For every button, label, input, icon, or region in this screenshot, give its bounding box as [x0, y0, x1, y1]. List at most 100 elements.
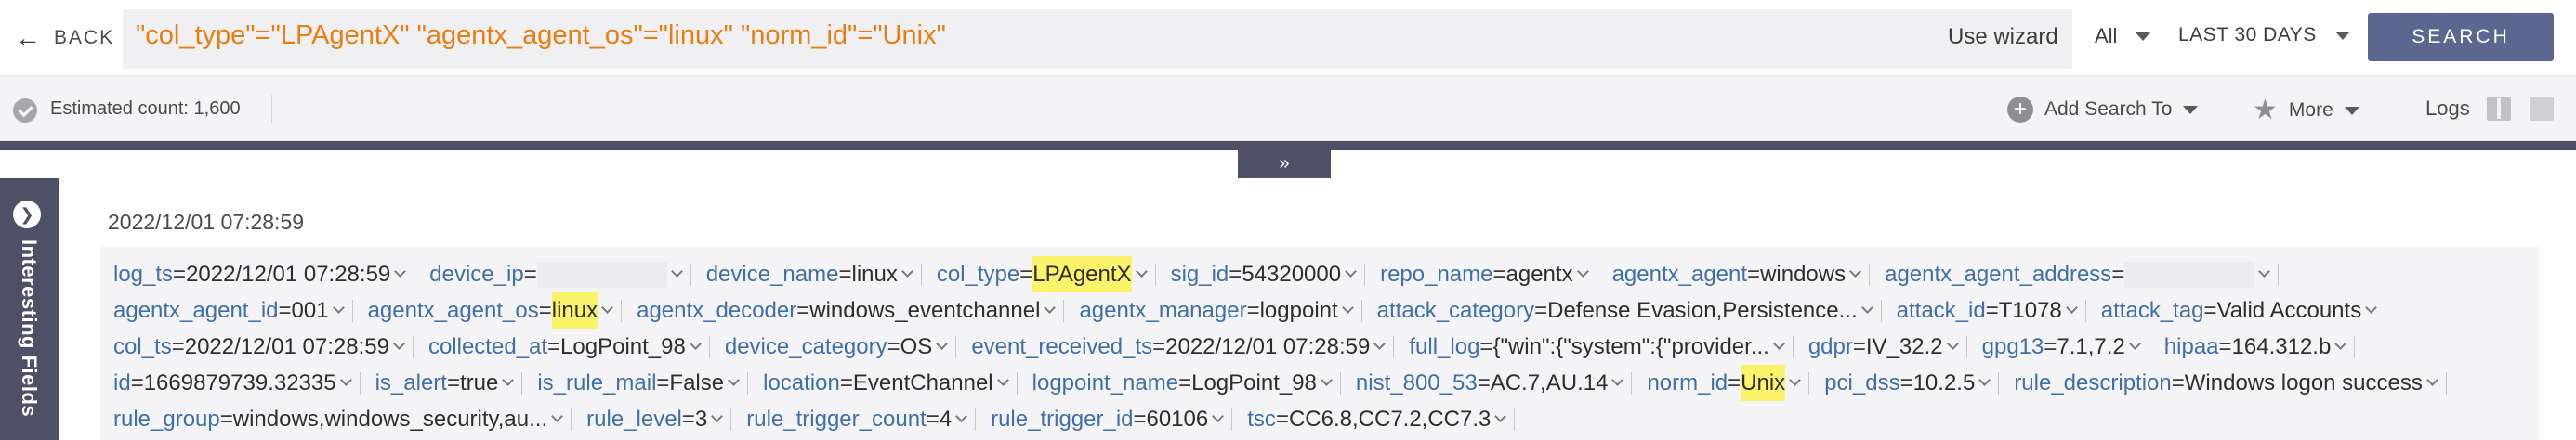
log-field[interactable]: device_ip=: [429, 256, 705, 292]
log-field[interactable]: rule_trigger_id=60106: [991, 401, 1247, 437]
double-chevron-down-icon: »: [1279, 152, 1290, 174]
chevron-down-icon[interactable]: [955, 410, 967, 422]
chevron-down-icon[interactable]: [2258, 265, 2271, 278]
search-toolbar: ← BACK "col_type"="LPAgentX" "agentx_age…: [0, 0, 2576, 76]
caret-down-icon: [2136, 32, 2151, 41]
chevron-down-icon[interactable]: [2426, 374, 2438, 386]
log-field[interactable]: rule_group=windows,windows_security,au..…: [113, 401, 586, 437]
log-field[interactable]: location=EventChannel: [763, 365, 1032, 401]
back-button[interactable]: ← BACK: [15, 22, 114, 54]
log-field[interactable]: collected_at=LogPoint_98: [428, 329, 725, 365]
chevron-down-icon[interactable]: [728, 374, 740, 386]
single-view-icon[interactable]: [2530, 97, 2554, 121]
chevron-down-icon[interactable]: [502, 374, 515, 386]
chevron-down-icon[interactable]: [1135, 265, 1148, 278]
log-field[interactable]: norm_id=Unix: [1647, 365, 1824, 401]
log-field[interactable]: nist_800_53=AC.7,AU.14: [1356, 365, 1648, 401]
chevron-down-icon[interactable]: [1946, 338, 1959, 350]
chevron-down-icon[interactable]: [900, 265, 913, 278]
log-field[interactable]: agentx_agent_os=linux: [368, 292, 637, 329]
add-search-to-dropdown[interactable]: + Add Search To: [2007, 97, 2199, 123]
chevron-down-icon[interactable]: [2065, 302, 2078, 314]
collapse-toolbar-button[interactable]: »: [1238, 149, 1331, 178]
more-dropdown[interactable]: ★ More: [2253, 97, 2359, 124]
chevron-down-icon[interactable]: [996, 374, 1009, 386]
log-field[interactable]: repo_name=agentx: [1380, 256, 1612, 292]
chevron-down-icon[interactable]: [393, 338, 405, 350]
chevron-down-icon[interactable]: [1373, 338, 1387, 350]
chevron-down-icon[interactable]: [711, 410, 724, 422]
chevron-down-icon[interactable]: [936, 338, 949, 350]
field-value: 164.312.b: [2231, 334, 2332, 359]
log-field[interactable]: attack_id=T1078: [1897, 292, 2101, 329]
field-separator: [412, 335, 414, 358]
log-field[interactable]: agentx_decoder=windows_eventchannel: [637, 292, 1079, 329]
log-field[interactable]: hipaa=164.312.b: [2164, 329, 2371, 365]
chevron-down-icon[interactable]: [2365, 302, 2378, 314]
log-field[interactable]: agentx_manager=logpoint: [1079, 292, 1376, 329]
chevron-down-icon[interactable]: [2128, 338, 2141, 350]
log-field[interactable]: attack_category=Defense Evasion,Persiste…: [1377, 292, 1897, 329]
log-field[interactable]: gpg13=7.1,7.2: [1982, 329, 2164, 365]
log-field[interactable]: device_category=OS: [725, 329, 971, 365]
chevron-down-icon[interactable]: [1576, 265, 1589, 278]
log-field[interactable]: rule_description=Windows logon success: [2014, 365, 2462, 401]
field-separator: [1016, 371, 1018, 395]
log-field[interactable]: is_alert=true: [375, 365, 538, 401]
log-field[interactable]: agentx_agent_id=001: [113, 292, 368, 329]
chevron-down-icon[interactable]: [670, 265, 683, 278]
log-field[interactable]: id=1669879739.32335: [113, 365, 375, 401]
field-key: rule_group: [113, 407, 220, 432]
field-separator: [2278, 263, 2280, 286]
log-field[interactable]: pci_dss=10.2.5: [1824, 365, 2014, 401]
chevron-down-icon[interactable]: [1212, 410, 1225, 422]
chevron-down-icon[interactable]: [339, 374, 352, 386]
log-field[interactable]: rule_trigger_count=4: [746, 401, 991, 437]
field-value: Valid Accounts: [2216, 298, 2362, 323]
chevron-down-icon[interactable]: [1860, 302, 1873, 314]
chevron-down-icon[interactable]: [1044, 302, 1057, 314]
interesting-fields-tab[interactable]: ❯ Interesting Fields: [0, 178, 59, 440]
search-query-input[interactable]: "col_type"="LPAgentX" "agentx_agent_os"=…: [123, 9, 2072, 69]
chevron-down-icon[interactable]: [1494, 410, 1507, 422]
chevron-down-icon[interactable]: [1321, 374, 1333, 386]
chevron-down-icon[interactable]: [1978, 374, 1991, 386]
log-field[interactable]: attack_tag=Valid Accounts: [2101, 292, 2400, 329]
chevron-down-icon[interactable]: [332, 302, 345, 314]
chevron-down-icon[interactable]: [1341, 302, 1354, 314]
chevron-down-icon[interactable]: [601, 302, 613, 314]
chevron-down-icon[interactable]: [1772, 338, 1785, 350]
repository-dropdown[interactable]: All: [2095, 24, 2151, 48]
log-field[interactable]: tsc=CC6.8,CC7.2,CC7.3: [1247, 401, 1530, 437]
chevron-down-icon[interactable]: [394, 265, 407, 278]
log-field[interactable]: logpoint_name=LogPoint_98: [1032, 365, 1356, 401]
log-field[interactable]: sig_id=54320000: [1171, 256, 1381, 292]
chevron-down-icon[interactable]: [1849, 265, 1861, 278]
log-field[interactable]: agentx_agent=windows: [1612, 256, 1886, 292]
log-field[interactable]: log_ts=2022/12/01 07:28:59: [113, 256, 429, 292]
use-wizard-link[interactable]: Use wizard: [1948, 24, 2058, 49]
log-field[interactable]: rule_level=3: [586, 401, 746, 437]
field-equals: =: [839, 370, 853, 395]
log-field[interactable]: agentx_agent_address=: [1885, 256, 2293, 292]
time-range-dropdown[interactable]: LAST 30 DAYS: [2178, 24, 2350, 46]
field-equals: =: [523, 262, 537, 287]
chevron-down-icon[interactable]: [1789, 374, 1802, 386]
log-field[interactable]: device_name=linux: [706, 256, 937, 292]
log-field[interactable]: full_log={"win":{"system":{"provider...: [1409, 329, 1807, 365]
chevron-down-icon[interactable]: [1345, 265, 1357, 278]
log-field[interactable]: is_rule_mail=False: [537, 365, 763, 401]
chevron-down-icon[interactable]: [689, 338, 702, 350]
chevron-down-icon[interactable]: [2334, 338, 2347, 350]
split-view-icon[interactable]: [2487, 97, 2511, 121]
log-field[interactable]: col_type=LPAgentX: [937, 256, 1171, 292]
search-button[interactable]: SEARCH: [2368, 13, 2554, 61]
field-key: is_rule_mail: [537, 370, 657, 395]
chevron-down-icon[interactable]: [551, 410, 564, 422]
log-field[interactable]: event_received_ts=2022/12/01 07:28:59: [971, 329, 1409, 365]
chevron-down-icon[interactable]: [1611, 374, 1624, 386]
log-field[interactable]: gdpr=IV_32.2: [1808, 329, 1982, 365]
field-equals: =: [1534, 298, 1548, 323]
field-value: 10.2.5: [1912, 370, 1976, 395]
log-field[interactable]: col_ts=2022/12/01 07:28:59: [113, 329, 428, 365]
